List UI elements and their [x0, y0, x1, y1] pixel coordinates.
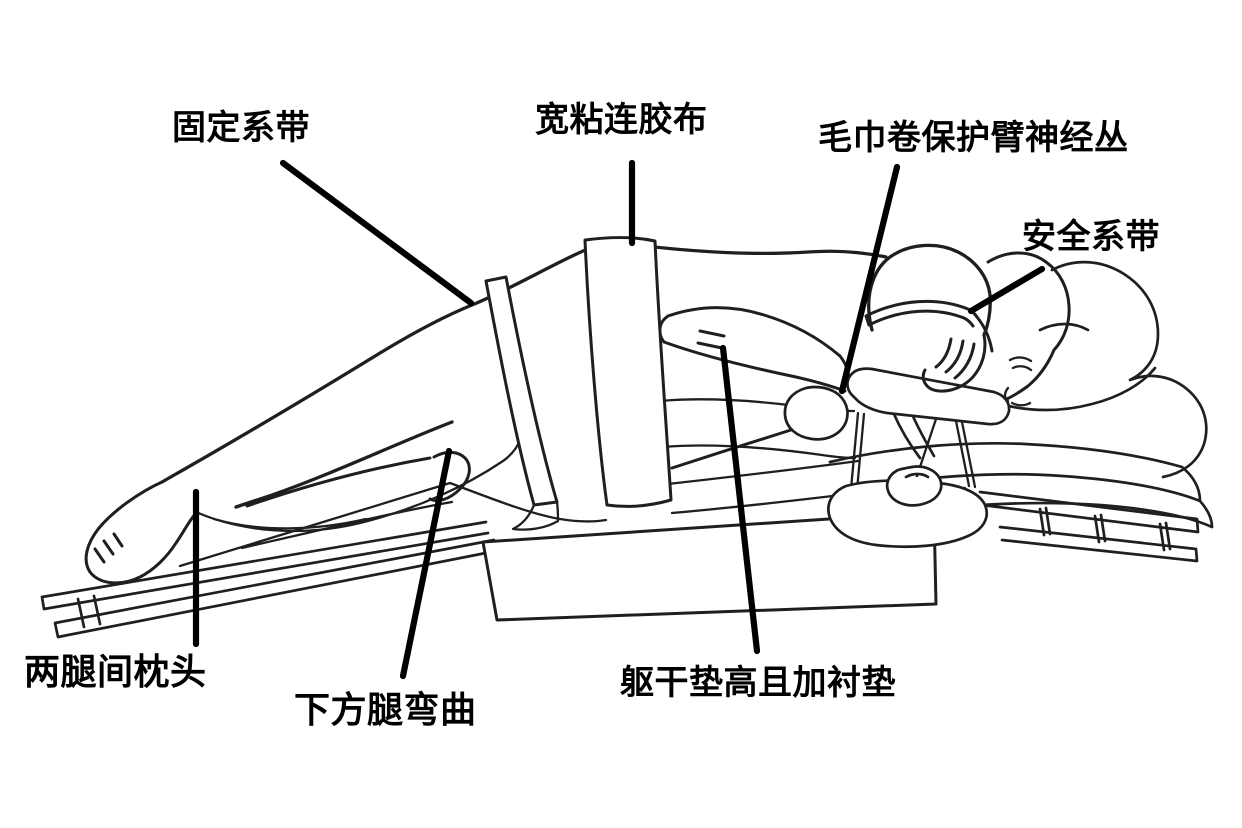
arm-support-posts: [849, 411, 977, 492]
draped-upper-arm: [867, 243, 992, 337]
foot-outline: [84, 480, 198, 585]
safety-strap-band: [864, 299, 994, 353]
label-trunk-elevated-padded: 躯干垫高且加衬垫: [620, 664, 896, 702]
rail-left-slats: [40, 520, 498, 639]
dependent-hand-fist: [885, 465, 943, 507]
leader-towel-roll: [838, 163, 901, 395]
label-pillow-between-legs: 两腿间枕头: [24, 651, 207, 692]
leader-safety-strap: [967, 265, 1046, 315]
blanket-stack: [828, 441, 1214, 529]
upper-leg-outline: [160, 239, 609, 509]
towel-roll: [783, 385, 849, 441]
wide-adhesive-tape-band: [583, 236, 673, 508]
label-towel-roll-brachial-plexus: 毛巾卷保护臂神经丛: [818, 119, 1129, 157]
head-pillows: [998, 260, 1208, 479]
label-safety-strap: 安全系带: [1022, 218, 1160, 256]
leader-trunk-elevated: [719, 344, 761, 655]
dependent-arm-along-table: [658, 306, 851, 393]
dependent-forearm: [891, 410, 936, 460]
face-features: [1003, 356, 1033, 407]
pillow-between-legs-shape: [194, 436, 523, 533]
fixation-strap-band: [484, 275, 559, 507]
label-lower-leg-bent: 下方腿弯曲: [294, 689, 477, 730]
fixation-strap-end-flare: [511, 500, 560, 531]
torso-back-contour: [605, 239, 888, 259]
leader-lower-leg-bent: [399, 447, 453, 680]
head-outline: [986, 251, 1071, 404]
arm-board-pad: [846, 367, 1011, 426]
leader-fixation-strap: [279, 159, 475, 307]
label-wide-adhesive-tape: 宽粘连胶布: [535, 101, 708, 139]
label-fixation-strap: 固定系带: [172, 109, 310, 147]
leader-lines: [192, 159, 1046, 680]
table-rails-left: [40, 520, 498, 639]
trunk-elevation-block: [481, 510, 938, 622]
draped-hand-fingers: [921, 333, 987, 393]
